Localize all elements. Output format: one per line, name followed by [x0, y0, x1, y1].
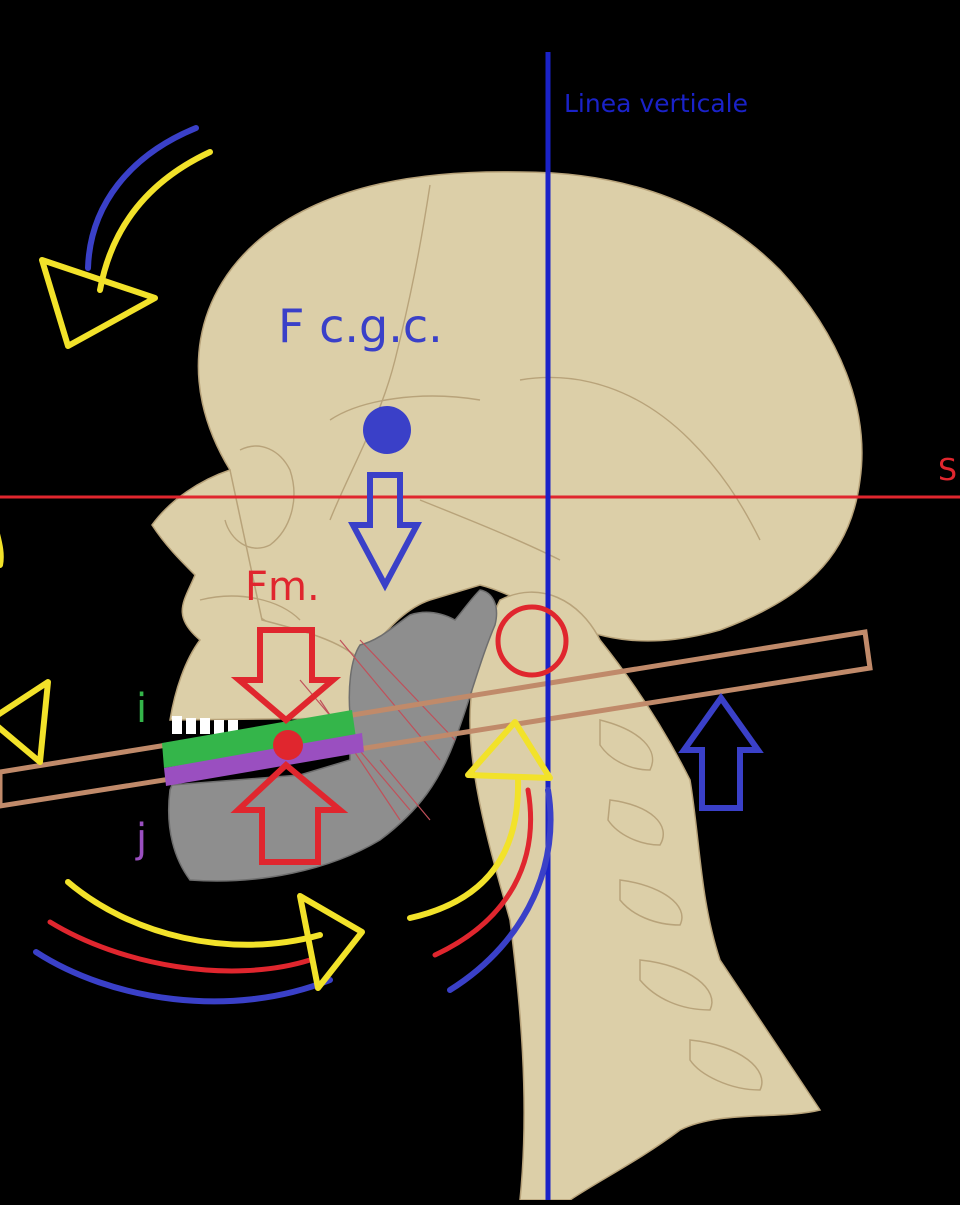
label-i: i — [136, 686, 147, 732]
horizontal-line-label: S — [938, 453, 957, 488]
force-masticatory-label: Fm. — [245, 564, 320, 610]
yellow-rotation-curve-bottom — [68, 882, 320, 945]
vertical-line-label: Linea verticale — [564, 89, 748, 118]
blue-up-arrow — [684, 698, 758, 808]
blue-rotation-curve-bottom — [36, 952, 330, 1001]
yellow-arrowhead-left — [0, 682, 48, 762]
yellow-curve-left-edge — [0, 530, 1, 565]
yellow-rotation-curve-top — [100, 152, 210, 290]
yellow-arrowhead-bottom — [300, 896, 362, 988]
yellow-arrowhead-top — [42, 260, 155, 346]
contact-point — [273, 730, 303, 760]
label-j: j — [135, 816, 147, 862]
center-of-gravity-point — [363, 406, 411, 454]
force-cgc-label: F c.g.c. — [278, 299, 443, 353]
